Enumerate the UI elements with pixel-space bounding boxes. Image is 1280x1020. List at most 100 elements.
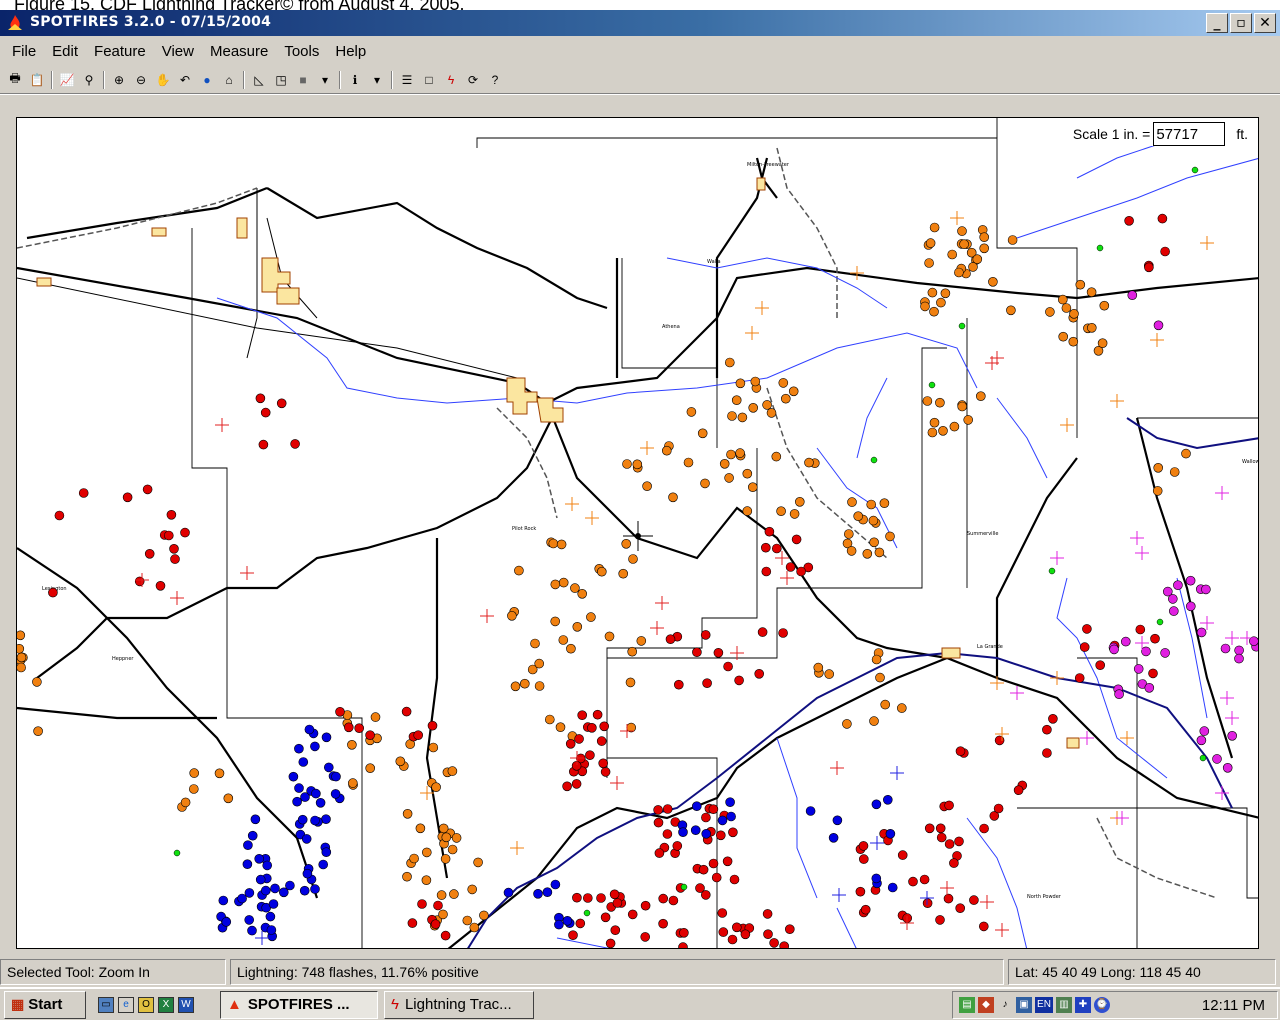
network-icon[interactable]: ▤ [959, 997, 975, 1013]
positive-strike-marker [830, 761, 844, 775]
refresh-icon[interactable]: ⟳ [467, 72, 479, 87]
measure-area-icon[interactable]: ◳ [275, 72, 287, 87]
strike-dot [479, 910, 489, 921]
close-button[interactable]: ✕ [1254, 13, 1276, 33]
strike-dot [695, 883, 705, 893]
dropdown-icon[interactable]: ▾ [321, 72, 329, 87]
strike-dot [568, 930, 578, 941]
zoom-in-icon[interactable]: ⊕ [113, 72, 125, 87]
strike-dot [311, 788, 321, 799]
antivirus-icon[interactable]: ◆ [978, 997, 994, 1013]
strike-dot [294, 783, 304, 793]
strike-dot [853, 511, 864, 522]
strike-dot [268, 899, 279, 909]
strike-dot [794, 496, 805, 507]
strike-dot [254, 853, 264, 864]
strike-dot [842, 538, 853, 549]
connection-icon[interactable]: ▣ [1016, 997, 1032, 1013]
strike-dot [431, 782, 441, 793]
strike-dot [885, 828, 896, 839]
clock-app-icon[interactable]: ⌚ [1094, 997, 1110, 1013]
strike-dot [155, 580, 166, 591]
strike-dot [627, 646, 638, 657]
strike-dot [936, 297, 946, 308]
strike-dot [260, 407, 271, 418]
strike-dot [855, 886, 866, 897]
binoculars-icon[interactable]: ⚲ [84, 72, 94, 87]
speaker-icon[interactable]: ♪ [1002, 999, 1008, 1010]
strike-dot [769, 938, 779, 948]
strike-dot [550, 879, 561, 890]
task-spotfires[interactable]: ▲ SPOTFIRES ... [220, 990, 378, 1019]
strike-dot [134, 576, 145, 587]
language-icon[interactable]: EN [1035, 997, 1053, 1013]
monitor-icon[interactable]: ▥ [1056, 997, 1072, 1013]
menu-view[interactable]: View [161, 42, 194, 60]
strike-dot [846, 546, 857, 556]
fill-color-icon[interactable]: ■ [299, 72, 307, 87]
strike-dot [449, 889, 459, 899]
scale-input[interactable] [1153, 122, 1226, 146]
status-bar: Selected Tool: Zoom In Lightning: 748 fl… [0, 957, 1280, 987]
desktop-icon[interactable]: ▭ [98, 996, 114, 1013]
menu-feature[interactable]: Feature [94, 42, 146, 60]
chart-icon[interactable]: 📈 [59, 72, 75, 87]
strike-dot [929, 222, 940, 233]
zoom-out-icon[interactable]: ⊖ [135, 72, 147, 87]
strike-dot [1157, 213, 1168, 224]
positive-strike-marker [980, 895, 994, 909]
list-icon[interactable]: ☰ [401, 72, 413, 87]
menu-file[interactable]: File [12, 42, 37, 60]
strike-dot [780, 393, 791, 404]
positive-strike-marker [990, 676, 1004, 690]
help-icon[interactable]: ? [491, 72, 499, 87]
strike-dot [550, 579, 561, 590]
strike-dot [122, 492, 133, 503]
home-icon[interactable]: ⌂ [225, 72, 233, 87]
strike-dot [510, 681, 521, 692]
menu-help[interactable]: Help [335, 42, 367, 60]
clipboard-icon[interactable]: 📋 [29, 72, 45, 87]
strike-dot [321, 732, 332, 743]
measure-icon[interactable]: ◺ [254, 72, 264, 87]
strike-dot [776, 506, 786, 517]
excel-icon[interactable]: X [158, 996, 174, 1013]
printer-icon[interactable]: 🖶 [9, 71, 21, 85]
minimize-button[interactable]: _ [1206, 13, 1228, 33]
positive-strike-marker [1120, 731, 1134, 745]
positive-strike-marker [240, 566, 254, 580]
task-lightning-tracker[interactable]: ϟ Lightning Trac... [384, 990, 534, 1019]
lightning-icon[interactable]: ϟ [447, 72, 455, 87]
strike-dot [562, 781, 572, 792]
strike-dot [959, 239, 969, 249]
pan-hand-icon[interactable]: ✋ [155, 72, 171, 87]
strike-dot [955, 746, 966, 757]
strike-dot [558, 635, 569, 645]
strike-dot [719, 458, 730, 469]
strike-dot [1150, 633, 1160, 644]
word-icon[interactable]: W [178, 996, 194, 1013]
strike-dot [285, 880, 295, 891]
strike-dot [585, 750, 595, 761]
globe-icon[interactable]: ● [203, 72, 211, 87]
outlook-icon[interactable]: O [138, 996, 154, 1013]
strike-dot [947, 249, 958, 260]
square-icon[interactable]: □ [425, 72, 433, 87]
ie-icon[interactable]: e [118, 996, 134, 1013]
menu-edit[interactable]: Edit [52, 42, 79, 60]
menu-tools[interactable]: Tools [284, 42, 320, 60]
strike-dot [718, 927, 729, 937]
positive-strike-marker [755, 301, 769, 315]
maximize-button[interactable]: ▫ [1230, 13, 1252, 33]
strike-dot [1160, 246, 1170, 257]
menu-measure[interactable]: Measure [209, 42, 269, 60]
info-icon[interactable]: ℹ [352, 72, 358, 87]
dropdown-icon[interactable]: ▾ [373, 72, 381, 87]
strike-dot [415, 823, 426, 834]
activity-icon[interactable]: ✚ [1075, 997, 1091, 1013]
strike-dot [662, 804, 673, 814]
start-button[interactable]: ▦ Start [4, 990, 86, 1019]
zoom-prev-icon[interactable]: ↶ [179, 72, 191, 87]
strike-dot [935, 915, 945, 925]
